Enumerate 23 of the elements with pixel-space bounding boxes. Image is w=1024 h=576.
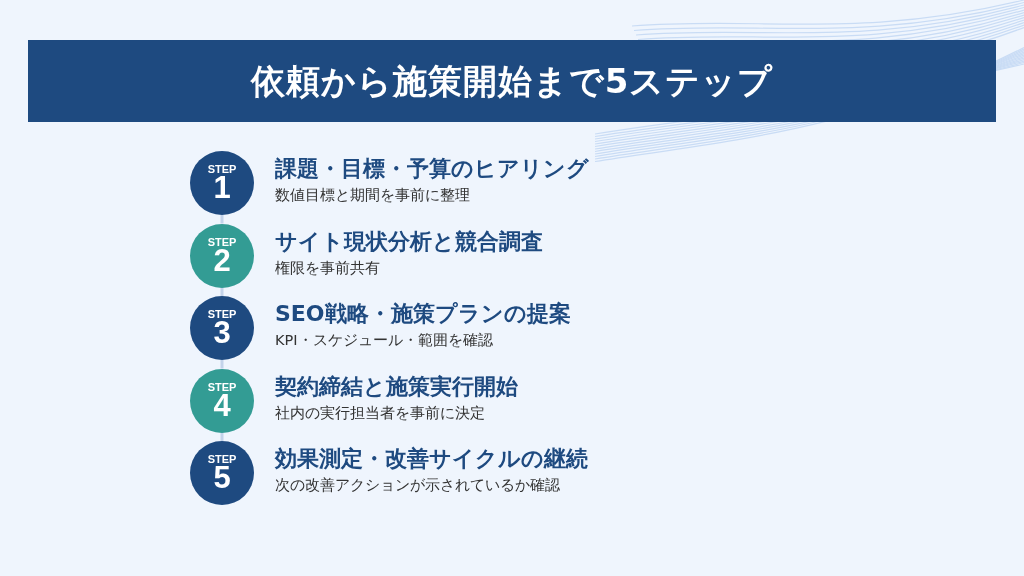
step-heading: 課題・目標・予算のヒアリング xyxy=(275,156,589,182)
step-description: KPI・スケジュール・範囲を確認 xyxy=(275,331,493,350)
step-number: 3 xyxy=(213,317,231,349)
step-heading: 契約締結と施策実行開始 xyxy=(275,373,518,400)
step-number: 1 xyxy=(213,172,231,204)
step-heading: SEO戦略・施策プランの提案 xyxy=(275,301,571,327)
connector-line xyxy=(220,432,224,441)
step-description: 社内の実行担当者を事前に決定 xyxy=(275,403,485,423)
title-banner: 依頼から施策開始まで5ステップ xyxy=(28,40,996,122)
step-label: STEP xyxy=(207,380,237,393)
step-label: STEP xyxy=(207,453,237,465)
step-description: 次の改善アクションが示されているか確認 xyxy=(275,476,560,495)
step-heading: サイト現状分析と競合調査 xyxy=(275,228,543,255)
connector-line xyxy=(220,287,224,296)
connector-line xyxy=(220,360,224,369)
step-description: 権限を事前共有 xyxy=(275,258,380,278)
step-label: STEP xyxy=(207,163,237,175)
step-label: STEP xyxy=(207,235,237,248)
connector-line xyxy=(220,215,224,224)
step-description: 数値目標と期間を事前に整理 xyxy=(275,186,470,205)
step-label: STEP xyxy=(207,308,237,320)
step-number: 5 xyxy=(213,462,231,494)
step-heading: 効果測定・改善サイクルの継続 xyxy=(275,446,588,472)
